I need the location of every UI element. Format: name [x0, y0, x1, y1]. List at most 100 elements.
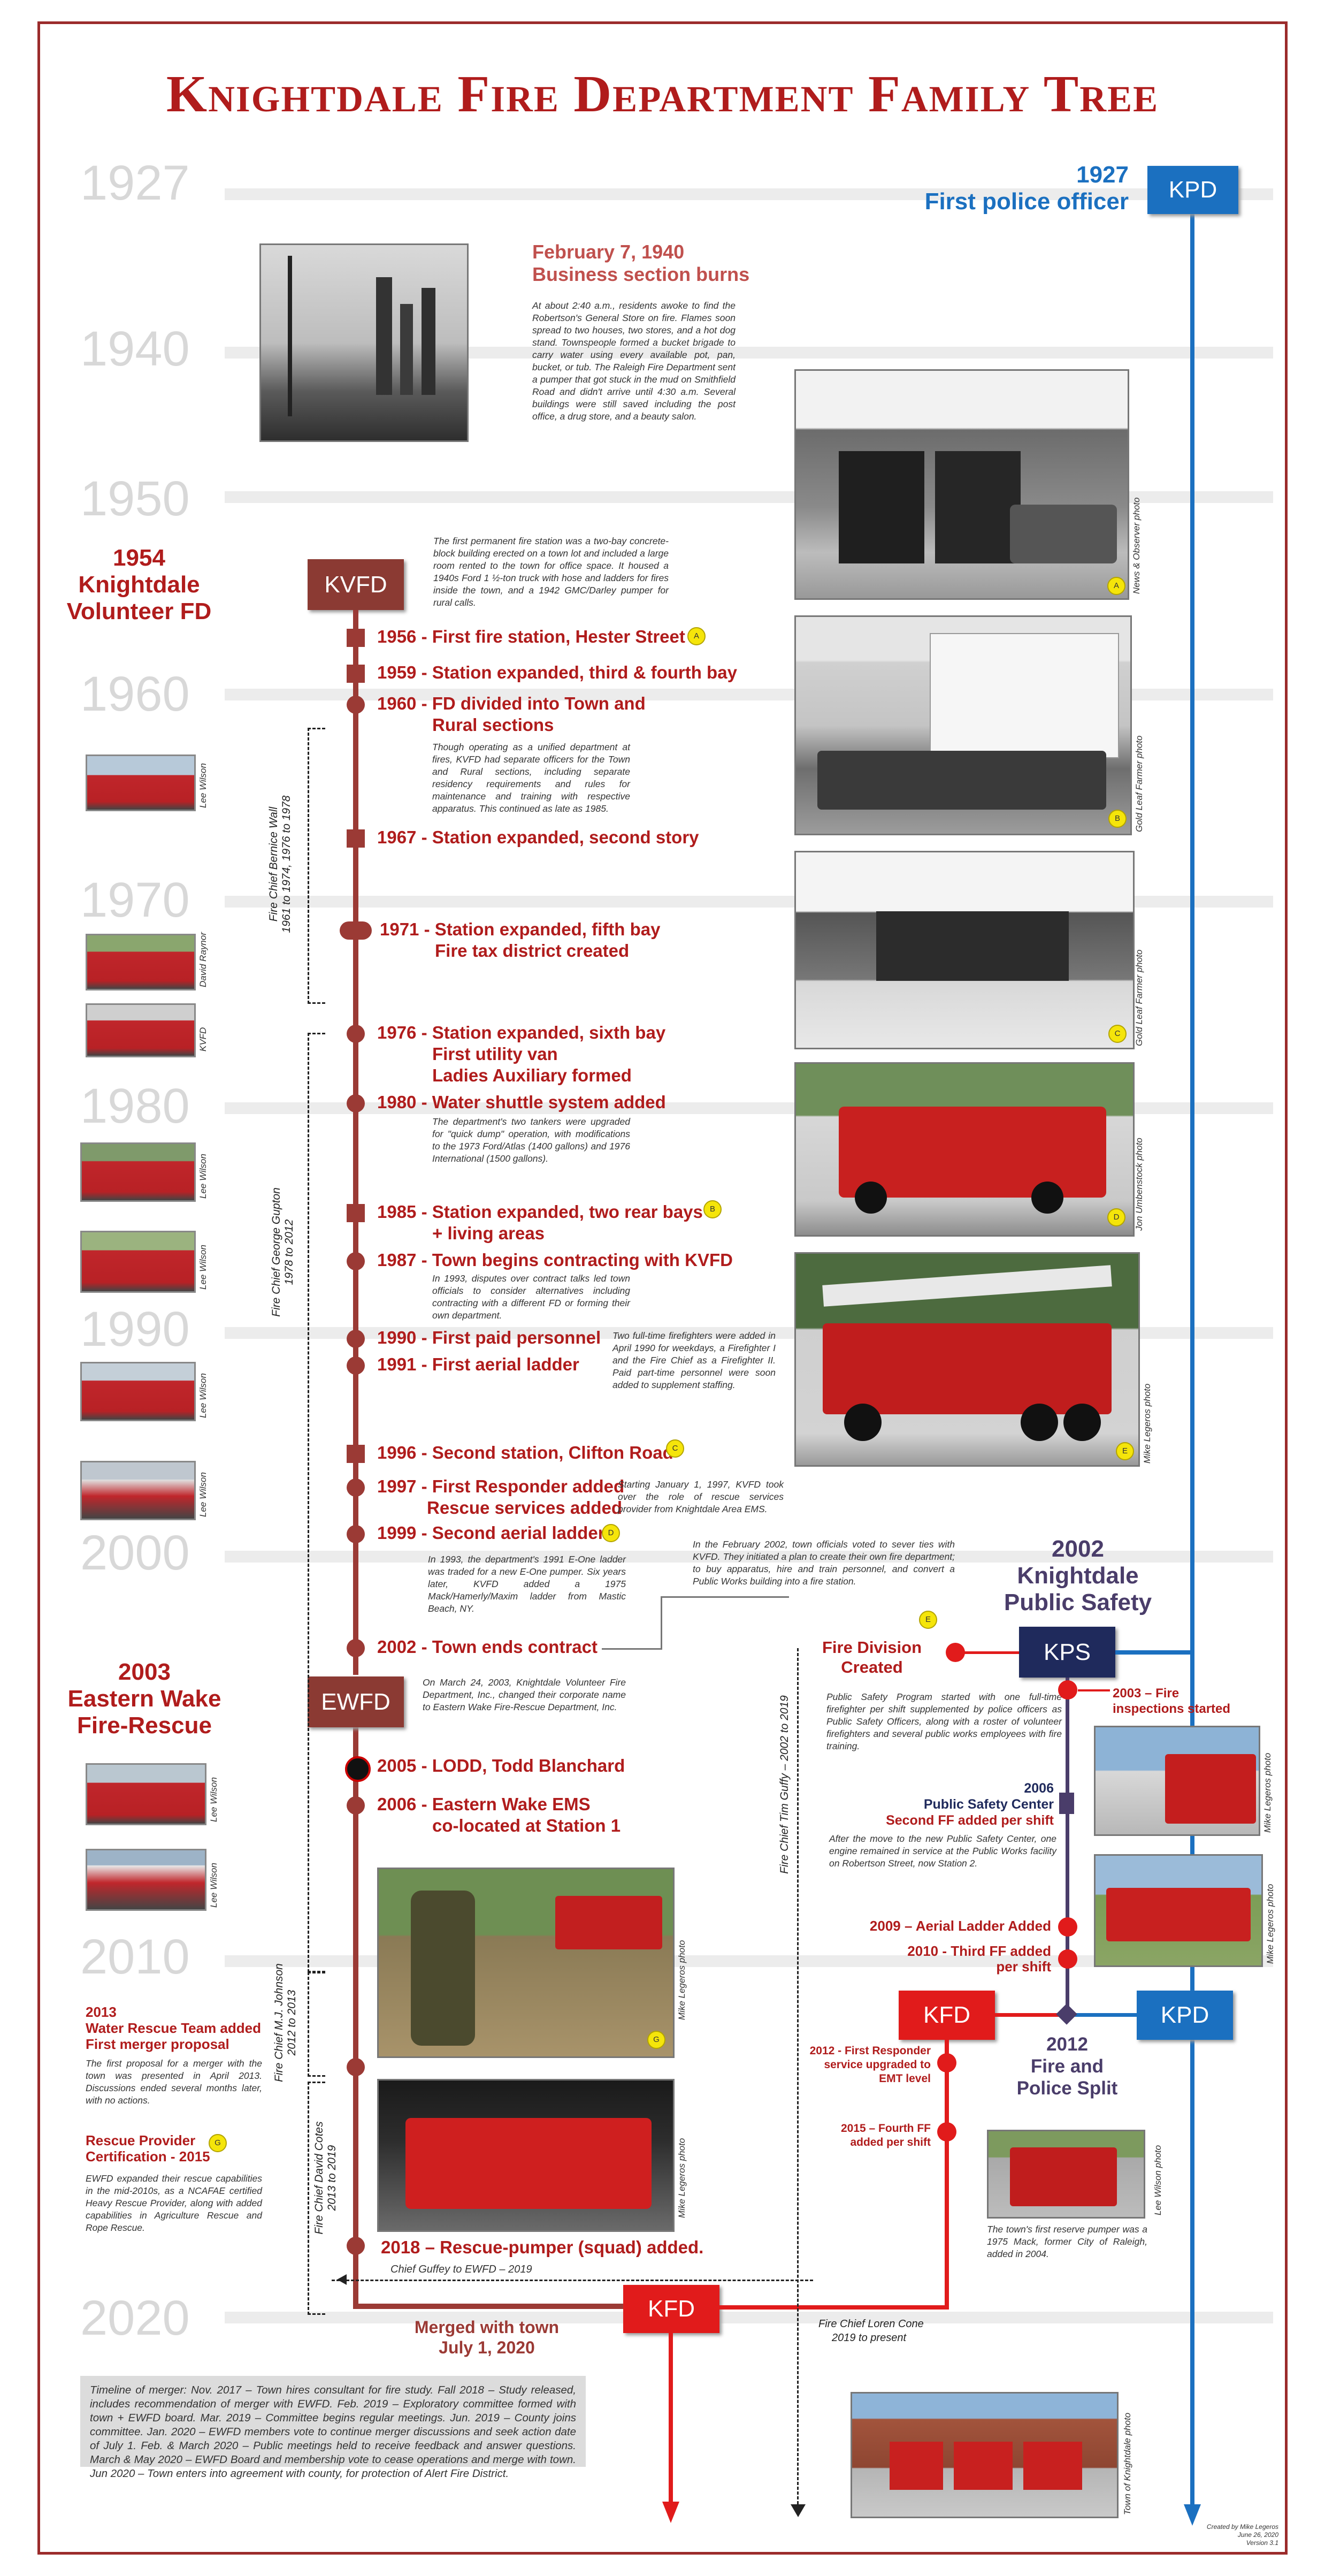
event-1996: 1996 - Second station, Clifton Road [377, 1443, 673, 1462]
badge-a: A [1107, 577, 1125, 595]
lodd-node [345, 1756, 371, 1782]
station-1956-photo [794, 369, 1129, 600]
bay-door [935, 451, 1021, 563]
truck-thumbnail [86, 934, 196, 990]
event-2010-kps: 2010 - Third FF added per shift [856, 1944, 1051, 1975]
year-label: 2010 [80, 1930, 190, 1984]
chief-johnson-years: 2012 to 2013 [286, 1990, 298, 2056]
e2006-line3: Second FF added per shift [886, 1813, 1054, 1828]
guffy-arrow [791, 2504, 806, 2517]
fire-1940-title: Business section burns [532, 263, 750, 285]
chief-wall-years: 1961 to 1974, 1976 to 1978 [280, 795, 293, 933]
rescue-cert-line2: Certification - 2015 [86, 2148, 210, 2165]
photo-credit: Lee Wilson [198, 763, 208, 808]
split-label: 2012 Fire and Police Split [995, 2033, 1139, 2099]
fire-division-created: Fire Division Created [808, 1637, 936, 1677]
merge-line1: Merged with town [414, 2318, 560, 2337]
event-node [340, 921, 372, 940]
engine [954, 2442, 1013, 2490]
chief-cone-name: Fire Chief Loren Cone [818, 2318, 924, 2330]
event-1997: 1997 - First Responder added Rescue serv… [377, 1476, 624, 1519]
kvfd-box: KVFD [308, 559, 404, 610]
year-label: 2020 [80, 2291, 190, 2345]
chief-bar [308, 1972, 325, 2077]
event-node [347, 665, 365, 683]
e2010-line1: 2010 - Third FF added [907, 1943, 1051, 1959]
event-2002: 2002 - Town ends contract [377, 1637, 598, 1657]
truck-thumbnail [86, 754, 196, 811]
fd-line1: Fire Division [822, 1638, 922, 1657]
event-node [347, 629, 365, 647]
rescue-cert-line1: Rescue Provider [86, 2132, 196, 2148]
event-1960-line2: Rural sections [432, 715, 554, 735]
year-band [225, 1551, 1273, 1563]
chief-cone: Fire Chief Loren Cone 2019 to present [818, 2317, 924, 2345]
footer-line2: June 26, 2020 [1237, 2531, 1278, 2539]
split-red [995, 2013, 1064, 2017]
reserve-pumper-photo [987, 2130, 1145, 2219]
engine [890, 2442, 943, 2490]
guffey-arrow [337, 2274, 347, 2285]
chief-bar [308, 728, 325, 1004]
kvfd-name: Knightdale Volunteer FD [66, 571, 212, 624]
kfd-node [937, 2122, 956, 2141]
kpd-label: First police officer [924, 188, 1129, 215]
ewfd-box: EWFD [308, 1676, 404, 1727]
wheel [844, 1404, 882, 1441]
event-1985-line1: 1985 - Station expanded, two rear bays [377, 1202, 703, 1222]
event-node [347, 829, 365, 848]
event-node [347, 2237, 365, 2255]
note-1990: Two full-time firefighters were added in… [612, 1330, 776, 1390]
event-1987: 1987 - Town begins contracting with KVFD [377, 1250, 733, 1270]
e2010-line2: per shift [996, 1958, 1051, 1975]
e2015-line1: 2015 – Fourth FF [840, 2122, 931, 2135]
event-1959: 1959 - Station expanded, third & fourth … [377, 662, 737, 682]
year-band [225, 347, 1273, 359]
photo-credit: Mike Legeros photo [1262, 1752, 1273, 1833]
note-2002: In the February 2002, town officials vot… [693, 1539, 955, 1587]
rescue-pumper [405, 2118, 652, 2209]
kps-name2: Public Safety [1004, 1589, 1152, 1615]
event-1976-line2: First utility van [432, 1044, 558, 1064]
split-line3: Police Split [1016, 2078, 1118, 2099]
kps-connector [1078, 1689, 1110, 1691]
kps-node [1058, 1949, 1077, 1969]
chief-cotes-name: Fire Chief David Cotes [313, 2121, 325, 2235]
footer-credit: Created by Mike Legeros June 26, 2020 Ve… [1177, 2523, 1278, 2547]
e2015-line2: added per shift [850, 2136, 931, 2148]
rescue-photo [377, 1868, 675, 2058]
wheel [1031, 1182, 1063, 1214]
event-1980: 1980 - Water shuttle system added [377, 1092, 666, 1112]
e2003-line2: inspections started [1113, 1702, 1231, 1716]
event-node [347, 1525, 365, 1543]
squad-photo [377, 2079, 675, 2232]
ewfd-heading: 2003 Eastern Wake Fire-Rescue [53, 1659, 235, 1739]
badge-g: G [647, 2031, 665, 2049]
truck-thumbnail [80, 1362, 196, 1421]
kps-name1: Knightdale [1017, 1563, 1139, 1589]
year-label: 1960 [80, 667, 190, 721]
event-node [347, 1094, 365, 1112]
event-2005: 2005 - LODD, Todd Blanchard [377, 1756, 625, 1775]
kpd-line [1190, 203, 1194, 2504]
split-line2: Fire and [1030, 2056, 1104, 2077]
guffey-note: Chief Guffey to EWFD – 2019 [390, 2263, 532, 2275]
event-node [347, 1025, 365, 1043]
merge-line2: July 1, 2020 [439, 2338, 535, 2357]
kps-box: KPS [1019, 1627, 1115, 1678]
event-2009-kps: 2009 – Aerial Ladder Added [869, 1918, 1051, 1934]
fire-1940-photo [259, 243, 469, 442]
kfd-arrow [662, 2502, 679, 2523]
e2003-line1: 2003 – Fire [1113, 1686, 1180, 1701]
event-1971-line1: 1971 - Station expanded, fifth bay [380, 919, 661, 939]
footer-line3: Version 3.1 [1246, 2539, 1278, 2547]
photo-credit: Mike Legeros photo [1142, 1383, 1152, 1464]
event-1960-line1: 1960 - FD divided into Town and [377, 693, 646, 713]
event-2012-kfd: 2012 - First Responder service upgraded … [778, 2044, 931, 2086]
fire-1940-date: February 7, 1940 [532, 241, 685, 263]
merged-kfd-box: KFD [623, 2285, 719, 2333]
truck [555, 1896, 662, 1949]
event-node [347, 1330, 365, 1348]
year-label: 1950 [80, 471, 190, 526]
event-1960: 1960 - FD divided into Town and Rural se… [377, 693, 646, 736]
